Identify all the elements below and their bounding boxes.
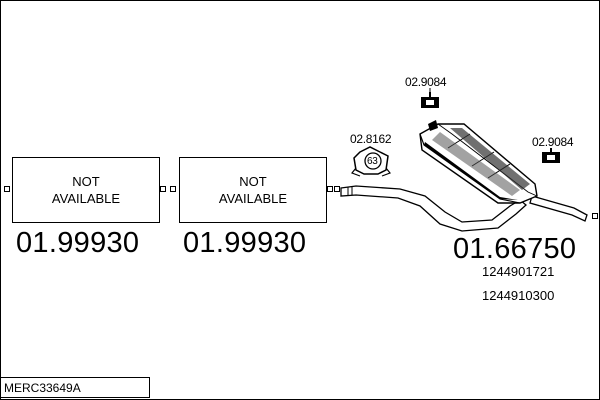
not-available-line1: NOT <box>239 174 267 189</box>
not-available-box-1: NOT AVAILABLE <box>12 157 160 223</box>
oem-reference-1: 1244901721 <box>482 264 555 279</box>
part-number-section-1[interactable]: 01.99930 <box>16 227 140 259</box>
accessory-label-clamp[interactable]: 02.8162 <box>350 132 392 146</box>
connector-right-3 <box>592 213 598 219</box>
connector-left-2 <box>170 186 176 192</box>
oem-reference-2: 1244910300 <box>482 288 555 303</box>
rubber-mount-icon-top <box>421 92 439 108</box>
part-number-section-2[interactable]: 01.99930 <box>183 227 307 259</box>
accessory-label-mount-top[interactable]: 02.9084 <box>405 75 447 89</box>
not-available-line2: AVAILABLE <box>218 191 288 206</box>
connector-right-2 <box>327 186 333 192</box>
not-available-box-2: NOT AVAILABLE <box>179 157 327 223</box>
rubber-mount-icon-right <box>542 148 560 163</box>
accessory-label-mount-right[interactable]: 02.9084 <box>532 135 574 149</box>
clamp-icon <box>351 146 391 177</box>
part-number-section-3[interactable]: 01.66750 <box>453 233 577 265</box>
connector-left-3 <box>334 186 340 192</box>
diagram-code-label: MERC33649A <box>0 377 150 398</box>
connector-right-1 <box>160 186 166 192</box>
tail-pipe <box>529 195 588 222</box>
not-available-line1: NOT <box>72 174 100 189</box>
connector-left-1 <box>4 186 10 192</box>
inlet-pipe <box>340 185 527 232</box>
clamp-size-badge: 63 <box>367 156 378 167</box>
not-available-line2: AVAILABLE <box>51 191 121 206</box>
